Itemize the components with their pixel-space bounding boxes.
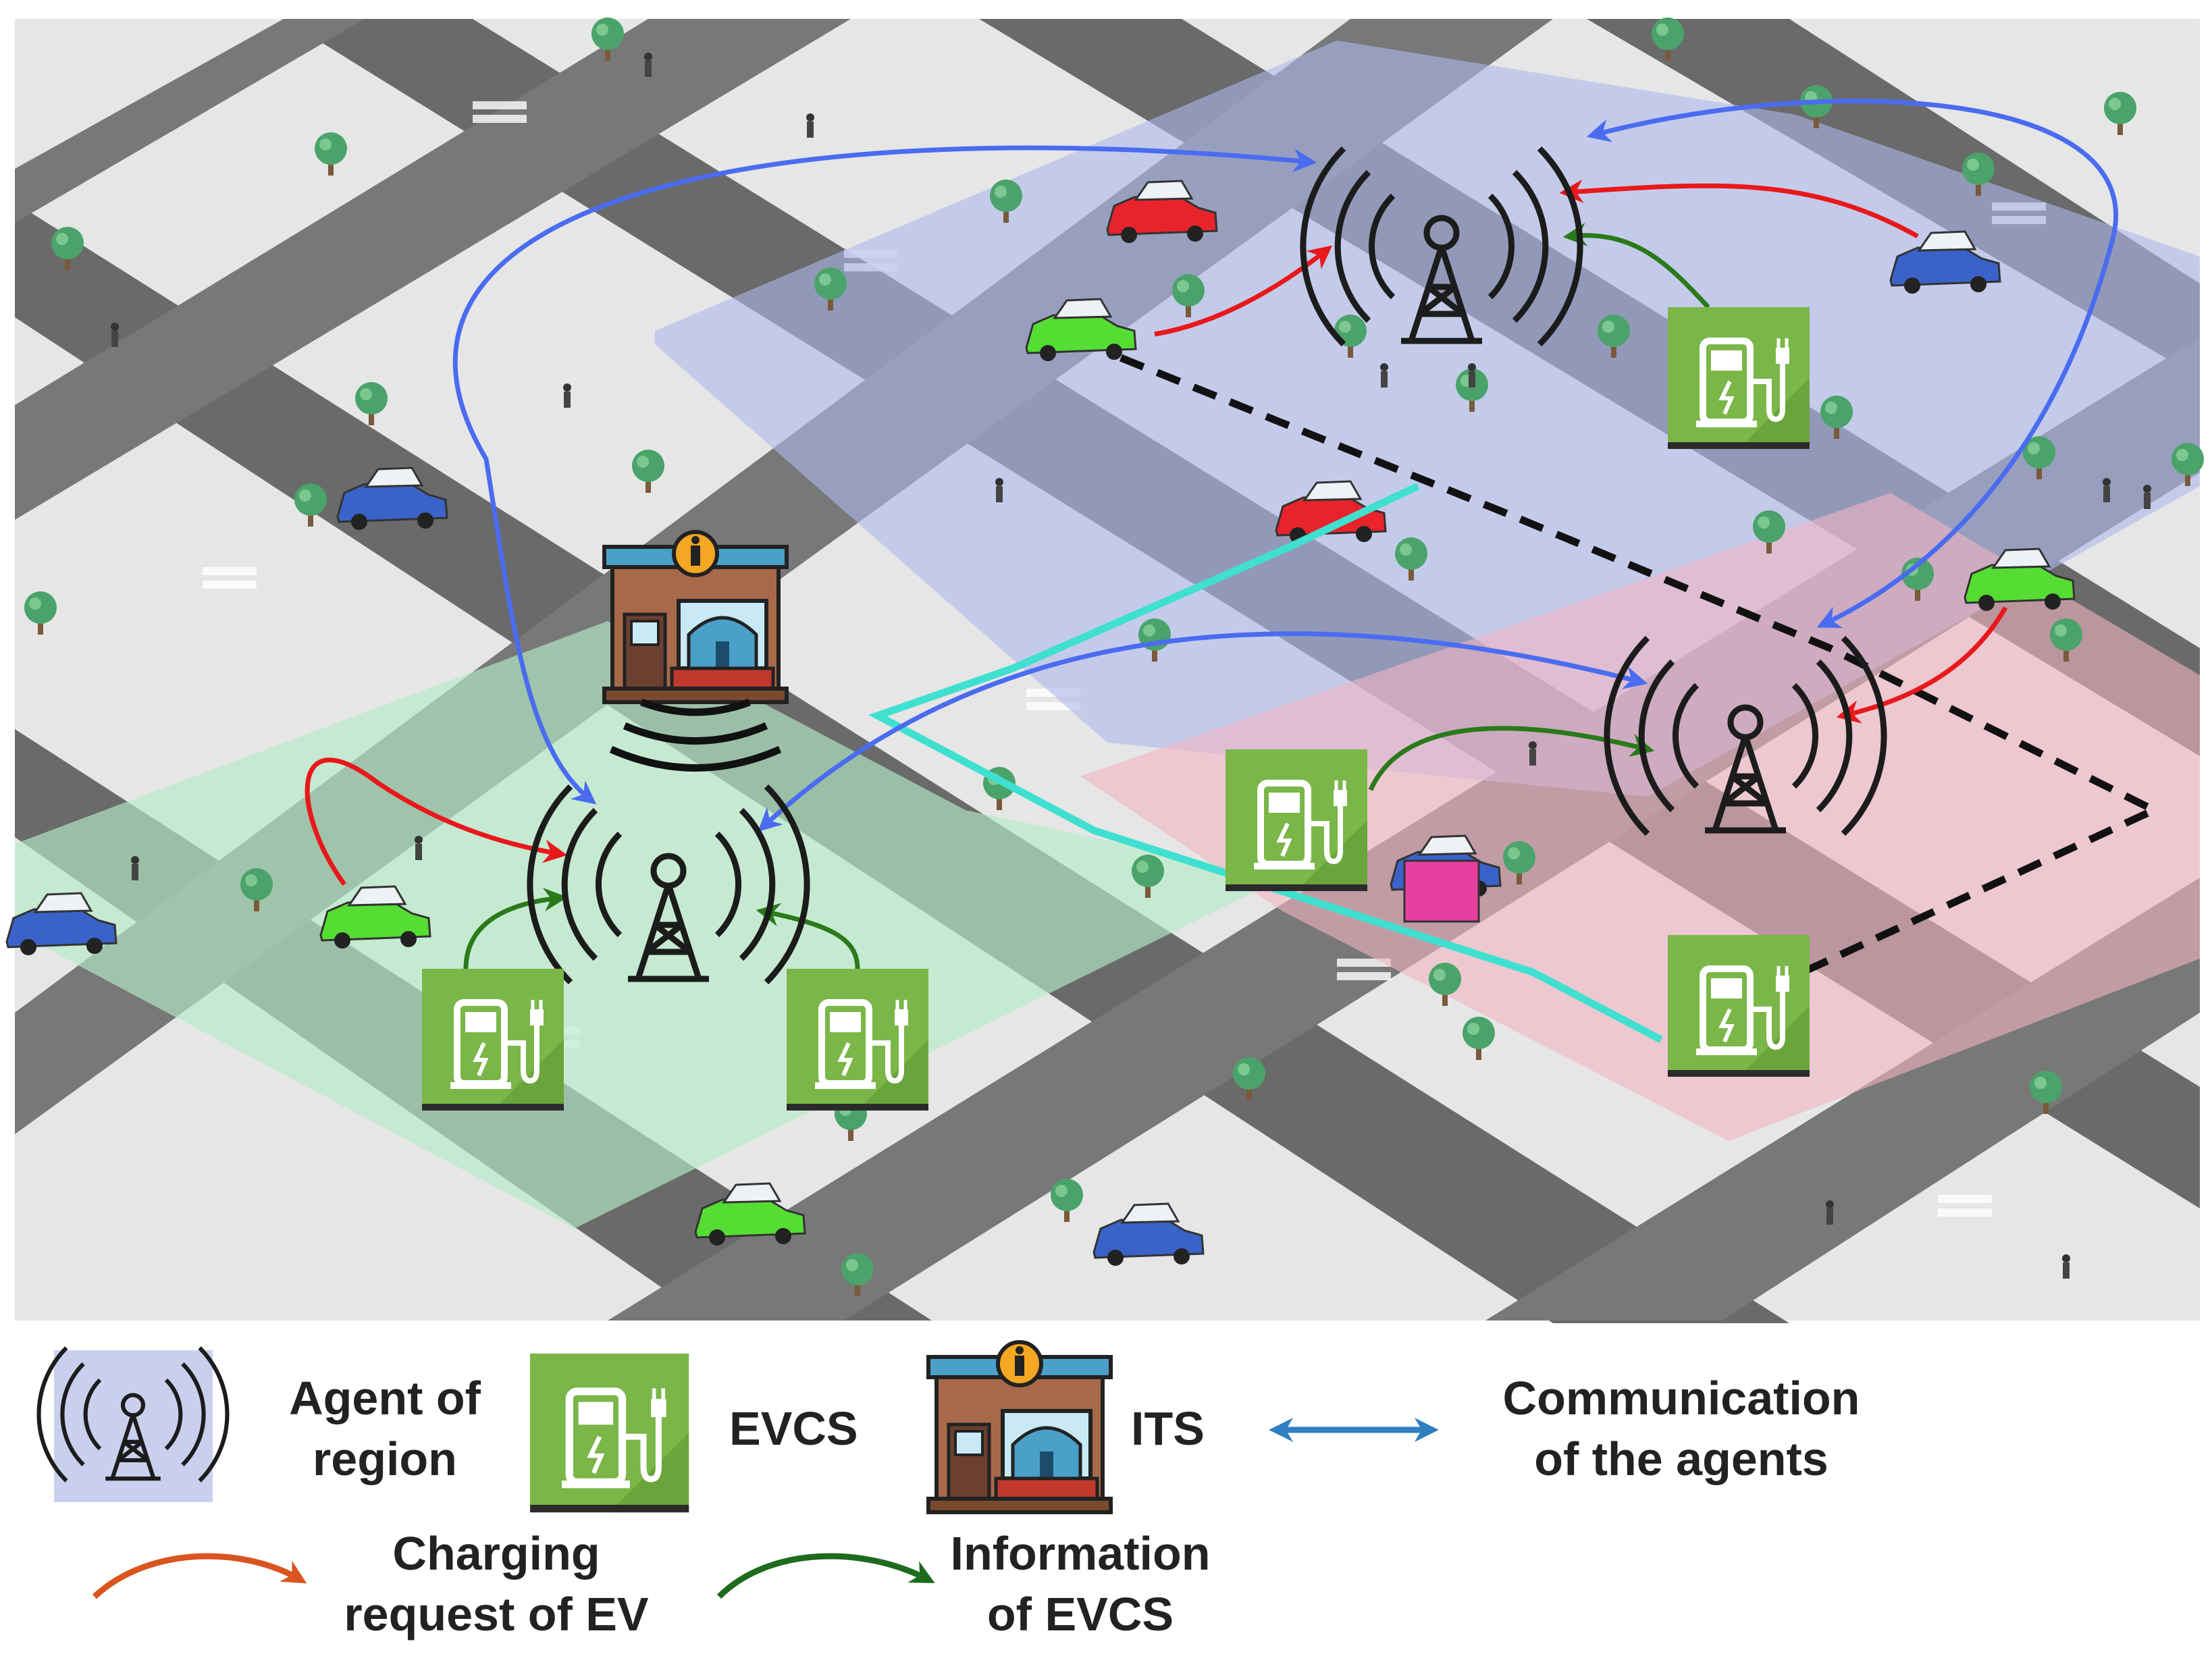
region-green [15,621,1283,1229]
its-building-icon [928,1342,1111,1512]
curved-arrow-icon [716,1553,935,1599]
evcs-charger-icon [530,1354,689,1512]
legend-charging-label-line2: request of EV [344,1588,649,1640]
curved-arrow-icon [92,1553,307,1599]
legend-charging-label-line1: Charging [392,1527,600,1580]
evcs-charger-icon [422,969,564,1111]
legend-agent: Agent of region [39,1348,481,1502]
evcs-charger-icon [1226,749,1367,891]
route-black-dashed [1119,354,2163,976]
legend-information: Information of EVCS [716,1527,1211,1640]
vehicles [5,180,2001,1267]
legend: Agent of region EVCS ITS Communication o… [39,1342,1860,1640]
agent-communication-arrows [452,99,2118,832]
evcs-information-arrows [463,223,1710,969]
evcs-charger-icon [1668,935,1810,1077]
evcs-charger-icon [1668,307,1810,449]
its-signal-waves [609,698,782,772]
legend-information-label-line1: Information [951,1527,1211,1580]
its-building-icon [604,532,787,702]
legend-its-label: ITS [1131,1402,1205,1455]
evcs-charger-icon [787,969,928,1111]
legend-evcs: EVCS [530,1354,858,1512]
legend-information-label-line2: of EVCS [987,1588,1174,1640]
its-center [604,532,787,772]
legend-charging-request: Charging request of EV [92,1527,649,1640]
legend-evcs-label: EVCS [729,1402,858,1455]
legend-communication-label-line1: Communication [1503,1372,1860,1424]
legend-communication-label-line2: of the agents [1534,1433,1828,1485]
legend-its: ITS [928,1342,1205,1512]
legend-agent-label-line1: Agent of [289,1372,481,1424]
legend-agent-label-line2: region [313,1433,457,1485]
legend-communication: Communication of the agents [1269,1372,1860,1485]
